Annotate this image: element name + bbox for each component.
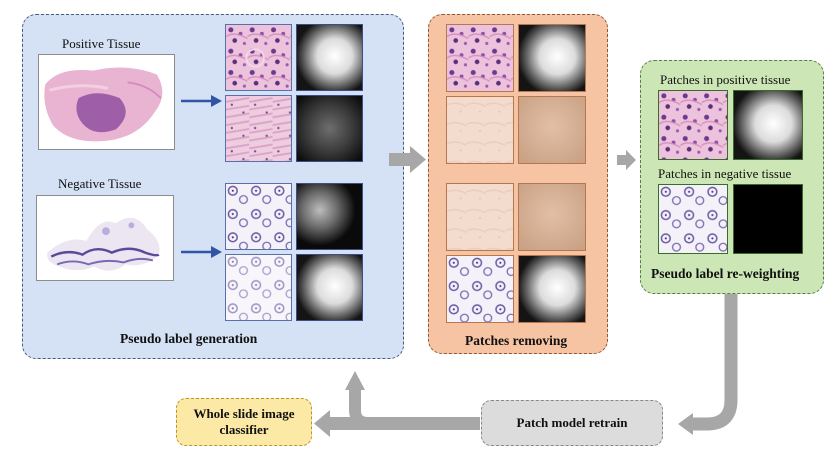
negative-slide-thumbnail	[36, 195, 174, 281]
pseudo-label-reweighting-caption: Pseudo label re-weighting	[651, 266, 800, 281]
removing-heatmap-1	[518, 24, 586, 92]
negative-patch-1	[225, 183, 292, 250]
removing-patch-1	[446, 24, 514, 92]
patches-positive-label: Patches in positive tissue	[660, 72, 791, 87]
reweight-positive-patch	[658, 90, 728, 160]
negative-heatmap-1	[296, 183, 363, 250]
whole-slide-image-classifier-box: Whole slide image classifier	[176, 398, 312, 446]
positive-patch-2	[225, 95, 292, 162]
removed-heatmap-1	[518, 96, 586, 164]
positive-heatmap-1	[296, 24, 363, 91]
removing-heatmap-2	[518, 255, 586, 323]
negative-heatmap-2	[296, 254, 363, 321]
removed-patch-1	[446, 96, 514, 164]
positive-tissue-label: Positive Tissue	[62, 36, 141, 51]
reweight-negative-patch	[658, 184, 728, 254]
patches-removing-caption: Patches removing	[465, 333, 568, 348]
negative-tissue-label: Negative Tissue	[58, 176, 142, 191]
removed-heatmap-2	[518, 183, 586, 251]
pseudo-label-generation-caption: Pseudo label generation	[120, 331, 258, 346]
negative-patch-2	[225, 254, 292, 321]
reweight-negative-heatmap	[733, 184, 803, 254]
reweight-positive-heatmap	[733, 90, 803, 160]
removed-patch-2	[446, 183, 514, 251]
removing-patch-2	[446, 255, 514, 323]
positive-slide-thumbnail	[38, 54, 175, 150]
gray-arrow-to-reweighting	[617, 150, 636, 170]
patches-negative-label: Patches in negative tissue	[658, 166, 792, 181]
patch-model-retrain-box: Patch model retrain	[481, 400, 663, 446]
gray-arrow-to-classifier	[314, 410, 480, 437]
gray-arrow-up-to-generation	[345, 371, 410, 429]
positive-patch-1	[225, 24, 292, 91]
positive-heatmap-2	[296, 95, 363, 162]
gray-arrow-to-retrain	[678, 294, 738, 435]
